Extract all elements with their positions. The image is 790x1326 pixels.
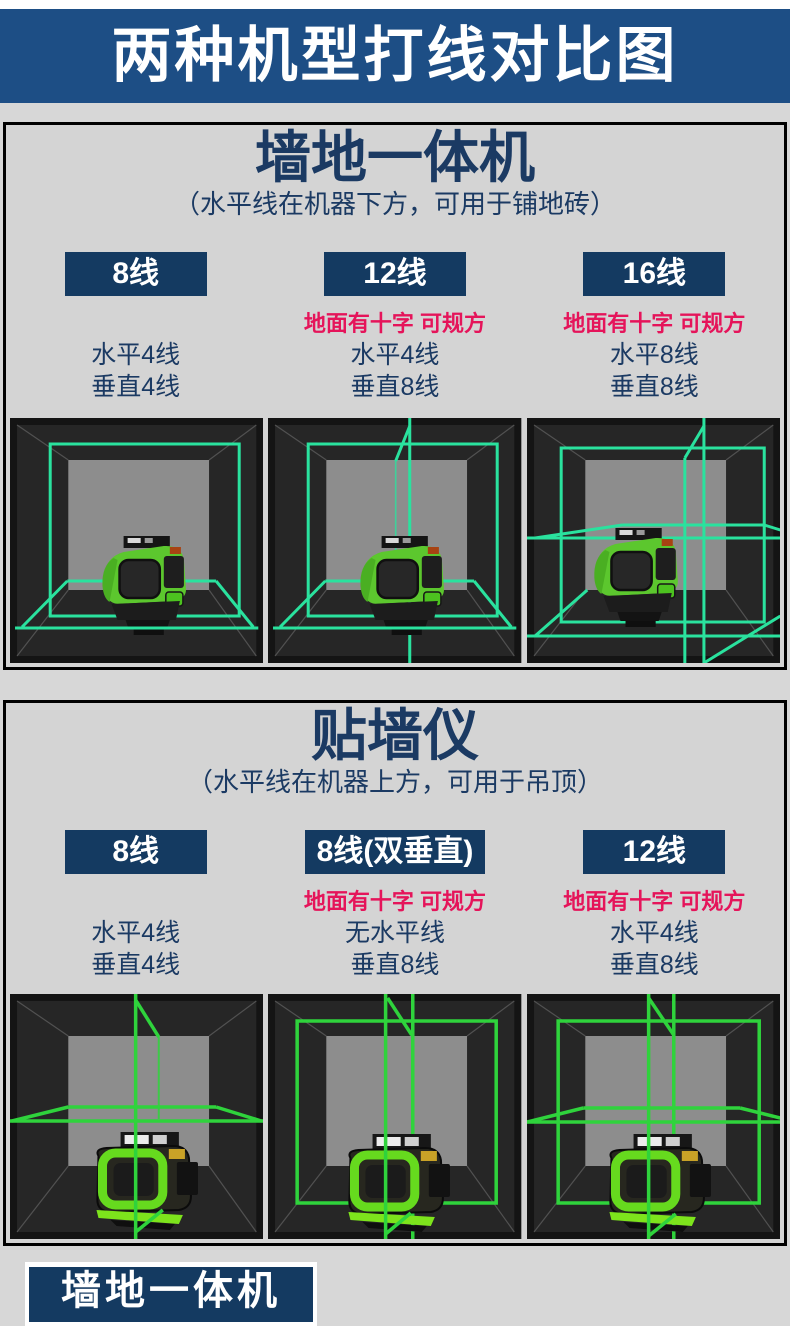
section-subtitle: （水平线在机器下方，可用于铺地砖） [173,188,616,219]
spec-vertical: 垂直8线 [609,950,699,979]
note-row: 地面有十字 可规方 地面有十字 可规方 [6,311,784,337]
top-white-strip [0,0,790,9]
section-title: 墙地一体机 [255,126,535,189]
model-badge: 8线 [64,829,207,874]
model-badge: 12线 [323,251,466,296]
spec-row: 水平4线 垂直4线 无水平线 垂直8线 水平4线 垂直8线 [6,917,784,981]
floor-cross-note: 地面有十字 可规方 [303,310,487,336]
laser-demo-row [10,418,780,663]
bottom-section-badge-inner: 墙地一体机 [29,1267,313,1322]
spec-vertical: 垂直4线 [91,372,181,401]
spec-row: 水平4线 垂直4线 水平4线 垂直8线 水平8线 垂直8线 [6,339,784,403]
spec-horizontal: 无水平线 [344,918,445,947]
section-subtitle: （水平线在机器上方，可用于吊顶） [186,766,603,797]
spec-vertical: 垂直8线 [350,372,440,401]
badge-row: 8线 12线 16线 [6,251,784,296]
floor-cross-note [6,889,265,915]
spec-horizontal: 水平8线 [609,340,699,369]
laser-demo-row [10,994,780,1239]
section-title: 贴墙仪 [311,704,479,767]
laser-scene-8line-dual-vertical [268,994,522,1239]
floor-cross-note: 地面有十字 可规方 [563,888,746,914]
floor-cross-note [6,311,265,337]
laser-scene-8line-wall [10,994,264,1239]
floor-cross-note: 地面有十字 可规方 [303,888,487,914]
spec-horizontal: 水平4线 [91,918,181,947]
bottom-section-badge: 墙地一体机 [25,1262,317,1326]
spec-horizontal: 水平4线 [609,918,699,947]
spec-vertical: 垂直4线 [91,950,181,979]
badge-row: 8线 8线(双垂直) 12线 [6,829,784,874]
section-wall-mount-instrument: 贴墙仪 （水平线在机器上方，可用于吊顶） 8线 8线(双垂直) 12线 地面有十… [3,700,787,1246]
spec-vertical: 垂直8线 [350,950,440,979]
model-badge: 8线(双垂直) [304,829,486,874]
laser-scene-12line [268,418,522,663]
spec-horizontal: 水平4线 [350,340,440,369]
note-row: 地面有十字 可规方 地面有十字 可规方 [6,889,784,915]
laser-scene-12line-wall [526,994,780,1239]
title-banner: 两种机型打线对比图 [0,9,790,103]
model-badge: 8线 [64,251,207,296]
floor-cross-note: 地面有十字 可规方 [563,310,746,336]
laser-scene-8line [10,418,264,663]
model-badge: 16线 [583,251,726,296]
laser-scene-16line [526,418,780,663]
section-wall-floor-machine: 墙地一体机 （水平线在机器下方，可用于铺地砖） 8线 12线 16线 地面有十字… [3,122,787,670]
model-badge: 12线 [583,829,726,874]
spec-vertical: 垂直8线 [609,372,699,401]
bottom-section-badge-label: 墙地一体机 [61,1269,281,1313]
spec-horizontal: 水平4线 [91,340,181,369]
page-title: 两种机型打线对比图 [111,22,679,89]
